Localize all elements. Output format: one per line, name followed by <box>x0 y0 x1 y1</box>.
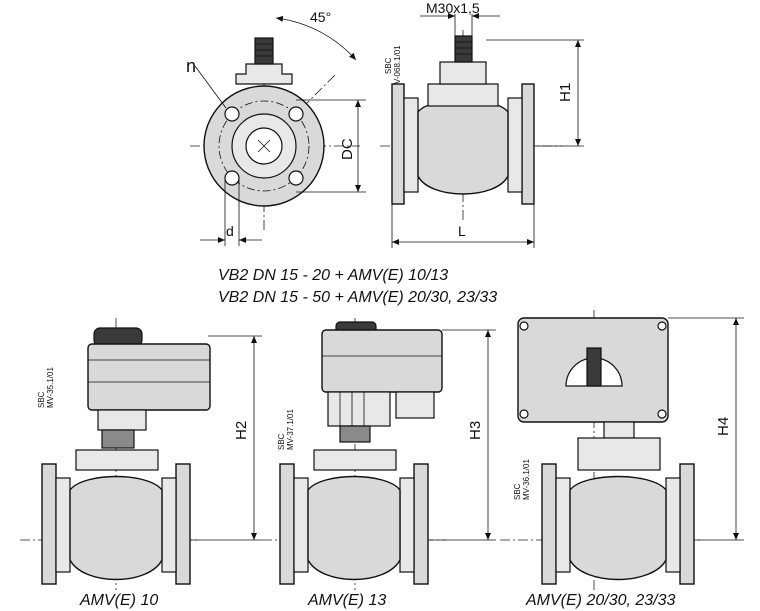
angle-label: 45° <box>310 9 331 25</box>
variant-amv-13: H3 SBC MV-37.1/01 AMV(E) 13 <box>262 318 496 609</box>
caption-line-1: VB2 DN 15 - 20 + AMV(E) 10/13 <box>218 267 448 284</box>
code-label-2: V-068.1/01 <box>393 45 402 84</box>
caption-amv20: AMV(E) 20/30, 23/33 <box>525 592 676 609</box>
flange-front-view: n 45° DC d <box>186 9 366 246</box>
code-label-1: SBC <box>384 57 393 74</box>
l-label: L <box>458 223 466 239</box>
caption-amv13: AMV(E) 13 <box>307 592 386 609</box>
h1-label: H1 <box>557 83 574 102</box>
code-amv10-1: SBC <box>37 391 46 408</box>
code-amv20-2: MV-36.1/01 <box>522 459 531 500</box>
code-amv13-2: MV-37.1/01 <box>286 409 295 450</box>
thread-label: M30x1,5 <box>426 0 480 16</box>
h3-label: H3 <box>467 421 484 440</box>
caption-amv10: AMV(E) 10 <box>79 592 158 609</box>
dc-label: DC <box>339 138 356 160</box>
h2-label: H2 <box>233 421 250 440</box>
code-amv10-2: MV-35.1/01 <box>46 367 55 408</box>
n-label: n <box>186 56 196 76</box>
h4-label: H4 <box>715 417 732 436</box>
caption-line-2: VB2 DN 15 - 50 + AMV(E) 20/30, 23/33 <box>218 289 497 306</box>
valve-side-view: M30x1,5 H1 L SBC V-068.1/01 <box>380 0 584 248</box>
code-amv20-1: SBC <box>513 483 522 500</box>
variant-amv-20-30: H4 SBC MV-36.1/01 AMV(E) 20/30, 23/33 <box>500 310 744 609</box>
d-label: d <box>226 223 234 239</box>
variant-amv-10: H2 SBC MV-35.1/01 AMV(E) 10 <box>20 318 262 609</box>
code-amv13-1: SBC <box>277 433 286 450</box>
